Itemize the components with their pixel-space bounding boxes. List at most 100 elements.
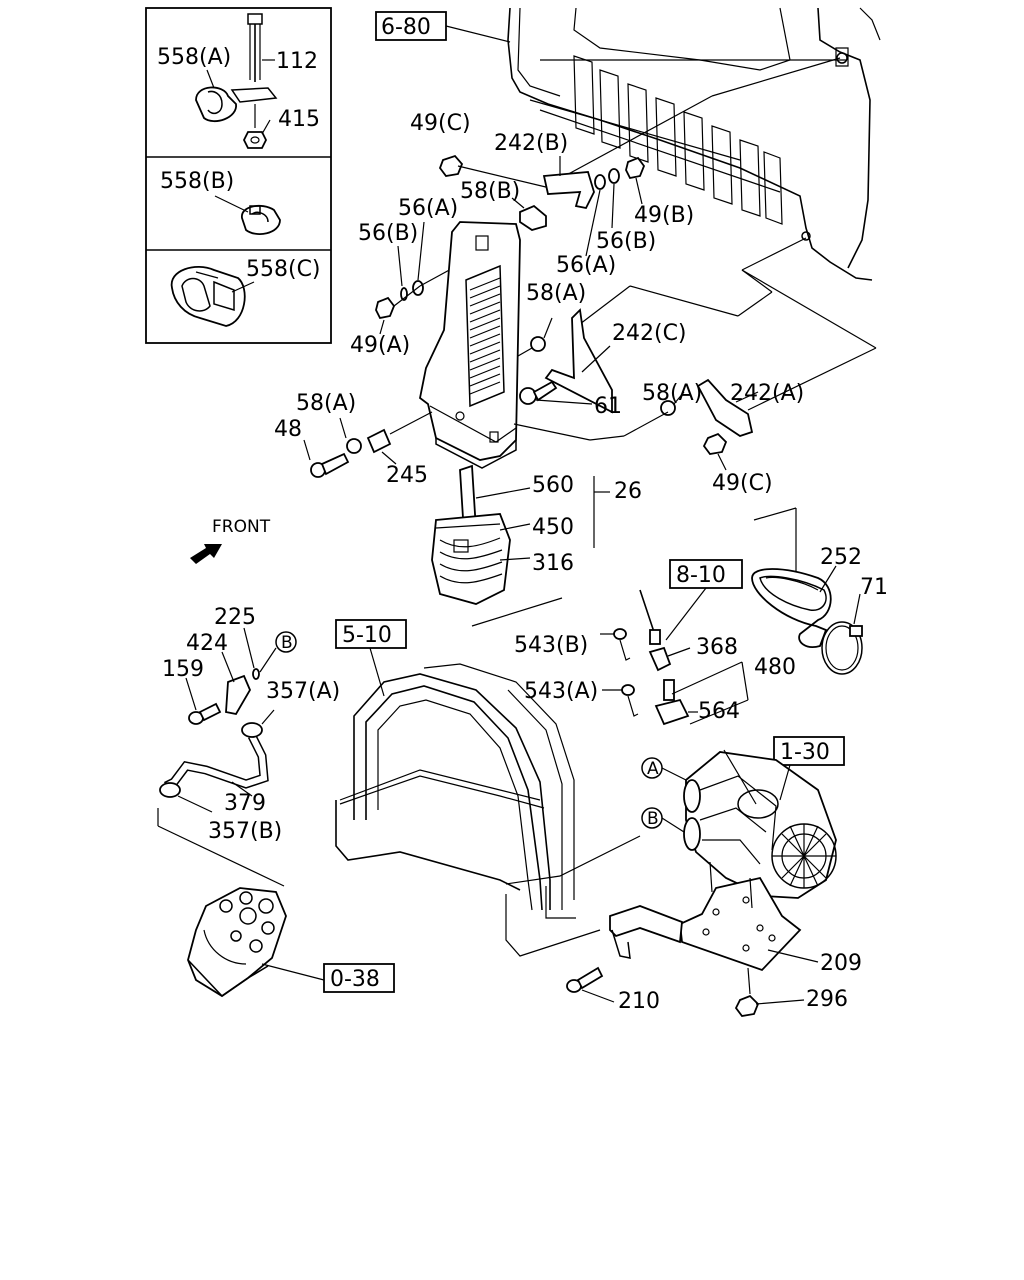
front-arrow-icon bbox=[190, 544, 222, 564]
bushing-58a-left[interactable] bbox=[346, 438, 362, 454]
label-225: 225 bbox=[214, 605, 256, 630]
label-49b: 49(B) bbox=[634, 203, 694, 228]
label-58a-left: 58(A) bbox=[296, 391, 356, 416]
shift-lever-housing[interactable] bbox=[419, 221, 521, 469]
label-357b: 357(B) bbox=[208, 819, 282, 844]
label-450: 450 bbox=[532, 515, 574, 540]
connector-a-marker bbox=[641, 757, 663, 779]
label-49a: 49(A) bbox=[350, 333, 410, 358]
label-245: 245 bbox=[386, 463, 428, 488]
air-compressor[interactable] bbox=[187, 887, 287, 998]
clip-558b-drawing bbox=[241, 204, 281, 235]
cab-back-panel bbox=[507, 7, 881, 281]
label-b-marker: B bbox=[647, 809, 659, 829]
bushing-58a-top[interactable] bbox=[530, 336, 546, 352]
bracket-242b[interactable] bbox=[542, 171, 595, 210]
label-58b: 58(B) bbox=[460, 179, 520, 204]
screw-543b[interactable] bbox=[613, 628, 631, 661]
bushing-58a-mid[interactable] bbox=[660, 400, 676, 416]
clip-558a-drawing bbox=[195, 13, 278, 149]
label-560: 560 bbox=[532, 473, 574, 498]
ref-box-0-38[interactable] bbox=[323, 963, 395, 993]
nut-49c-top[interactable] bbox=[438, 154, 464, 177]
nut-49c-right[interactable] bbox=[702, 432, 728, 455]
nut-296[interactable] bbox=[734, 994, 760, 1017]
label-159: 159 bbox=[162, 657, 204, 682]
label-56a-right: 56(A) bbox=[556, 253, 616, 278]
clip-558c-drawing bbox=[170, 266, 246, 327]
bolt-159[interactable] bbox=[188, 702, 222, 725]
label-543b: 543(B) bbox=[514, 633, 588, 658]
mount-58b[interactable] bbox=[519, 204, 547, 231]
label-558b: 558(B) bbox=[160, 169, 234, 194]
intake-duct-252[interactable] bbox=[751, 568, 832, 648]
label-357a: 357(A) bbox=[266, 679, 340, 704]
part-labels: 49(C) 242(B) 58(B) 56(A) 56(B) 49(B) 56(… bbox=[162, 111, 888, 1014]
label-71: 71 bbox=[860, 575, 888, 600]
label-252: 252 bbox=[820, 545, 862, 570]
label-front: FRONT bbox=[212, 517, 271, 537]
screw-543a[interactable] bbox=[621, 684, 639, 717]
label-209: 209 bbox=[820, 951, 862, 976]
connector-b-marker-hose bbox=[275, 631, 297, 653]
label-56b-top: 56(B) bbox=[358, 221, 418, 246]
cable-368[interactable] bbox=[639, 589, 672, 672]
label-58a-mid: 58(A) bbox=[642, 381, 702, 406]
ref-box-5-10[interactable] bbox=[335, 619, 407, 649]
bolt-61[interactable] bbox=[519, 380, 558, 405]
label-296: 296 bbox=[806, 987, 848, 1012]
label-b-marker-hose: B bbox=[281, 633, 293, 653]
shift-boot-assembly[interactable] bbox=[431, 464, 511, 605]
label-424: 424 bbox=[186, 631, 228, 656]
label-48: 48 bbox=[274, 417, 302, 442]
label-49c-top: 49(C) bbox=[410, 111, 471, 136]
bolt-48[interactable] bbox=[310, 452, 350, 478]
label-415: 415 bbox=[278, 107, 320, 132]
ref-0-38-label[interactable]: 0-38 bbox=[330, 967, 380, 992]
ref-box-1-30[interactable] bbox=[773, 736, 845, 766]
label-49c-right: 49(C) bbox=[712, 471, 773, 496]
bolt-210[interactable] bbox=[566, 966, 604, 993]
air-cleaner[interactable] bbox=[683, 751, 837, 899]
bracket-242a[interactable] bbox=[696, 378, 754, 437]
mount-bracket-209[interactable] bbox=[609, 861, 802, 972]
bracket-242c[interactable] bbox=[544, 308, 613, 414]
ref-box-6-80[interactable] bbox=[375, 11, 447, 41]
label-564: 564 bbox=[698, 699, 740, 724]
label-61: 61 bbox=[594, 394, 622, 419]
label-480: 480 bbox=[754, 655, 796, 680]
connector-b-marker bbox=[641, 807, 663, 829]
label-368: 368 bbox=[696, 635, 738, 660]
bracket-564[interactable] bbox=[654, 679, 690, 726]
hose-379[interactable] bbox=[163, 733, 269, 791]
washer-56b-right[interactable] bbox=[608, 168, 620, 184]
label-242c: 242(C) bbox=[612, 321, 687, 346]
clamp-357a[interactable] bbox=[241, 722, 263, 738]
label-112: 112 bbox=[276, 49, 318, 74]
washer-56a-right[interactable] bbox=[594, 174, 606, 190]
frame-crossmember bbox=[335, 663, 641, 957]
hose-clamp-71[interactable] bbox=[821, 621, 863, 675]
label-558a: 558(A) bbox=[157, 45, 231, 70]
label-56b-right: 56(B) bbox=[596, 229, 656, 254]
fitting-424[interactable] bbox=[225, 674, 252, 716]
nut-49a[interactable] bbox=[375, 296, 396, 320]
label-58a-top: 58(A) bbox=[526, 281, 586, 306]
ref-6-80-label[interactable]: 6-80 bbox=[381, 15, 431, 40]
label-543a: 543(A) bbox=[524, 679, 598, 704]
spacer-245[interactable] bbox=[366, 428, 392, 454]
label-316: 316 bbox=[532, 551, 574, 576]
label-558c: 558(C) bbox=[246, 257, 321, 282]
nut-49b[interactable] bbox=[625, 156, 646, 180]
label-242a: 242(A) bbox=[730, 381, 804, 406]
oring-225[interactable] bbox=[252, 668, 260, 680]
ref-5-10-label[interactable]: 5-10 bbox=[342, 623, 392, 648]
label-56a-top: 56(A) bbox=[398, 196, 458, 221]
ref-8-10-label[interactable]: 8-10 bbox=[676, 563, 726, 588]
label-242b: 242(B) bbox=[494, 131, 568, 156]
label-379: 379 bbox=[224, 791, 266, 816]
label-210: 210 bbox=[618, 989, 660, 1014]
ref-1-30-label[interactable]: 1-30 bbox=[780, 740, 830, 765]
clamp-357b[interactable] bbox=[159, 782, 181, 798]
